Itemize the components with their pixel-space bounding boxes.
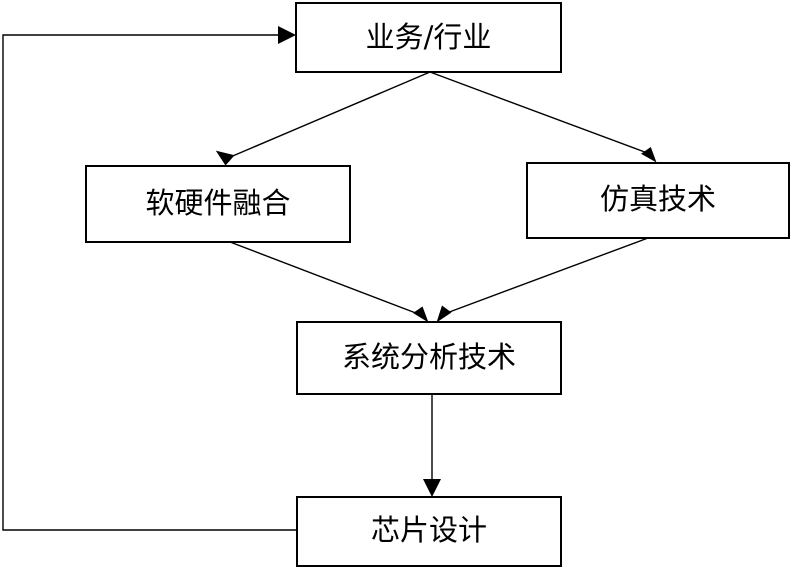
node-box [85, 165, 351, 243]
node-label-simulation: 仿真技术 [600, 182, 716, 216]
edge-system-analysis-to-chip-design [423, 394, 441, 497]
edge-simulation-to-system-analysis [436, 237, 649, 323]
arrowhead-icon [641, 147, 657, 163]
arrowhead-icon [423, 479, 441, 497]
node-box [296, 321, 562, 395]
arrowhead-icon [278, 26, 296, 44]
node-box [296, 496, 562, 567]
edge-line [2, 34, 297, 531]
edge-chip-design-to-business-feedback [2, 26, 297, 531]
edge-business-to-simulation [429, 71, 657, 163]
arrowhead-icon [436, 305, 452, 323]
node-label-system-analysis: 系统分析技术 [342, 340, 516, 374]
edge-business-to-hw-sw-fusion [215, 71, 431, 166]
node-system-analysis[interactable]: 系统分析技术 [296, 321, 562, 395]
edge-hw-sw-fusion-to-system-analysis [229, 241, 429, 323]
node-label-hw-sw-fusion: 软硬件融合 [145, 186, 290, 220]
arrowhead-icon [215, 150, 235, 166]
node-label-business: 业务/行业 [366, 20, 492, 54]
node-chip-design[interactable]: 芯片设计 [296, 496, 562, 567]
node-box [526, 162, 790, 239]
arrowhead-icon [413, 306, 429, 323]
edge-line [227, 71, 431, 159]
node-business[interactable]: 业务/行业 [295, 2, 562, 73]
node-simulation[interactable]: 仿真技术 [526, 162, 790, 239]
edge-line [229, 241, 422, 316]
edge-line [429, 71, 651, 155]
node-box [295, 2, 562, 73]
node-hw-sw-fusion[interactable]: 软硬件融合 [85, 165, 351, 243]
edge-line [443, 237, 649, 315]
node-label-chip-design: 芯片设计 [371, 513, 487, 547]
